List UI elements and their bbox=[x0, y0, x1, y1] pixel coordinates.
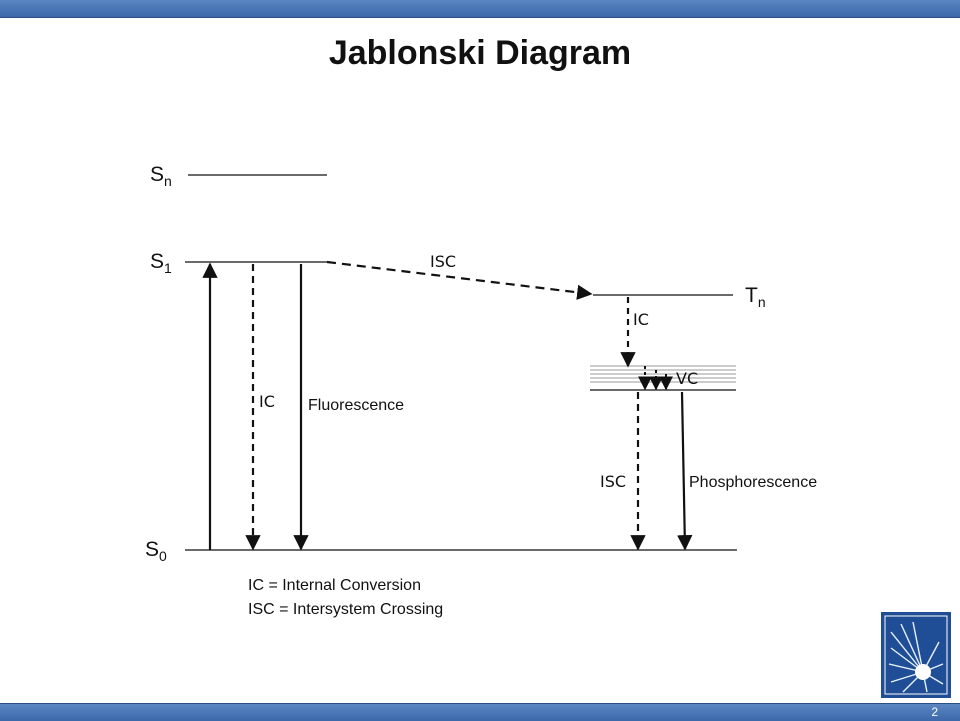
legend: IC = Internal Conversion ISC = Intersyst… bbox=[248, 574, 443, 622]
s0-label: S0 bbox=[145, 538, 167, 564]
isc-top-label: ISC bbox=[430, 252, 456, 271]
fluorescence-label: Fluorescence bbox=[308, 397, 404, 414]
legend-isc: ISC = Intersystem Crossing bbox=[248, 601, 444, 618]
vibrational-levels bbox=[590, 365, 736, 383]
phosphorescence-arrow bbox=[677, 391, 693, 551]
vc-label: VC bbox=[676, 369, 698, 388]
phosphorescence-label: Phosphorescence bbox=[689, 474, 817, 491]
isc-top-arrow bbox=[326, 260, 593, 300]
sn-label: Sn bbox=[150, 163, 172, 189]
slide-title: Jablonski Diagram bbox=[328, 34, 632, 72]
legend-ic: IC = Internal Conversion bbox=[248, 577, 421, 594]
ic-singlet-label: IC bbox=[259, 392, 275, 411]
s1-label: S1 bbox=[150, 250, 172, 276]
top-bar bbox=[0, 0, 960, 18]
page-number: 2 bbox=[931, 705, 938, 719]
isc-bottom-label: ISC bbox=[600, 472, 626, 491]
ic-triplet-label: IC bbox=[633, 310, 649, 329]
bottom-bar: 2 bbox=[0, 703, 960, 721]
starburst-logo-icon bbox=[881, 612, 951, 698]
tn-label: Tn bbox=[745, 284, 766, 310]
